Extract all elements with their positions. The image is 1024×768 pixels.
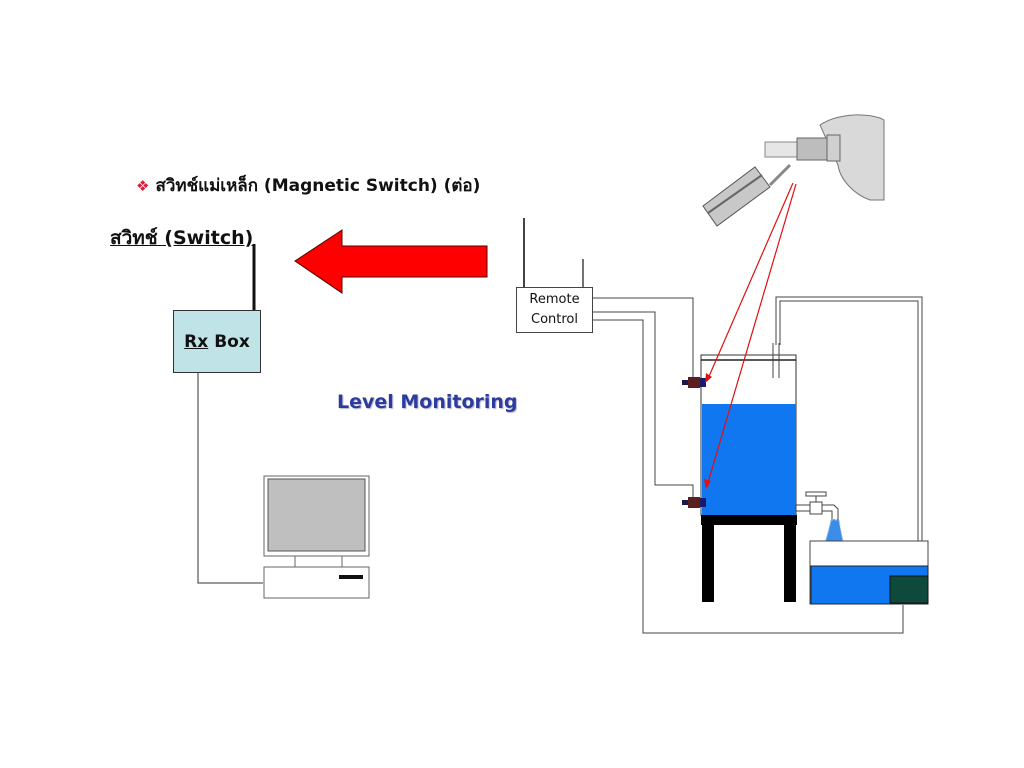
red-left-arrow bbox=[294, 229, 488, 294]
sensor-top bbox=[682, 377, 706, 388]
box-label: Box bbox=[214, 331, 250, 352]
pointer-line-bottom bbox=[706, 183, 797, 487]
bullet-icon: ❖ bbox=[136, 177, 150, 195]
pump-icon bbox=[889, 575, 929, 604]
wire-top-sensor bbox=[593, 297, 694, 378]
computer-case-icon bbox=[263, 566, 370, 599]
wire-bottom-sensor bbox=[593, 311, 694, 500]
pointer-arrowhead-bottom bbox=[704, 479, 711, 489]
rx-to-computer-wire bbox=[197, 373, 263, 584]
sensor-bottom bbox=[682, 497, 706, 508]
tank-water bbox=[702, 404, 796, 515]
computer-icon bbox=[263, 475, 370, 599]
tank-stand-leg-right bbox=[784, 515, 796, 602]
remote-label-line2: Control bbox=[531, 312, 578, 327]
return-pipe-outer bbox=[775, 296, 923, 572]
rx-label: Rx bbox=[184, 331, 209, 352]
wire-pump bbox=[593, 319, 904, 634]
level-monitoring-label: Level Monitoring bbox=[337, 391, 518, 413]
slide-title-text: สวิทช์แม่เหล็ก (Magnetic Switch) (ต่อ) bbox=[155, 176, 481, 196]
magnetic-switch-photo bbox=[702, 114, 885, 227]
faucet-icon bbox=[795, 491, 839, 521]
return-pipe-inner bbox=[779, 300, 919, 572]
switch-label: สวิทช์ (Switch) bbox=[110, 227, 254, 249]
remote-label-line1: Remote bbox=[529, 292, 580, 307]
remote-control-box: Remote Control bbox=[516, 287, 593, 333]
pointer-arrowhead-top bbox=[705, 373, 712, 383]
slide-title: ❖ สวิทช์แม่เหล็ก (Magnetic Switch) (ต่อ) bbox=[136, 172, 480, 199]
tank-stand-top bbox=[701, 515, 797, 525]
pointer-line-top bbox=[706, 182, 794, 382]
tank-stand-leg-left bbox=[702, 515, 714, 602]
